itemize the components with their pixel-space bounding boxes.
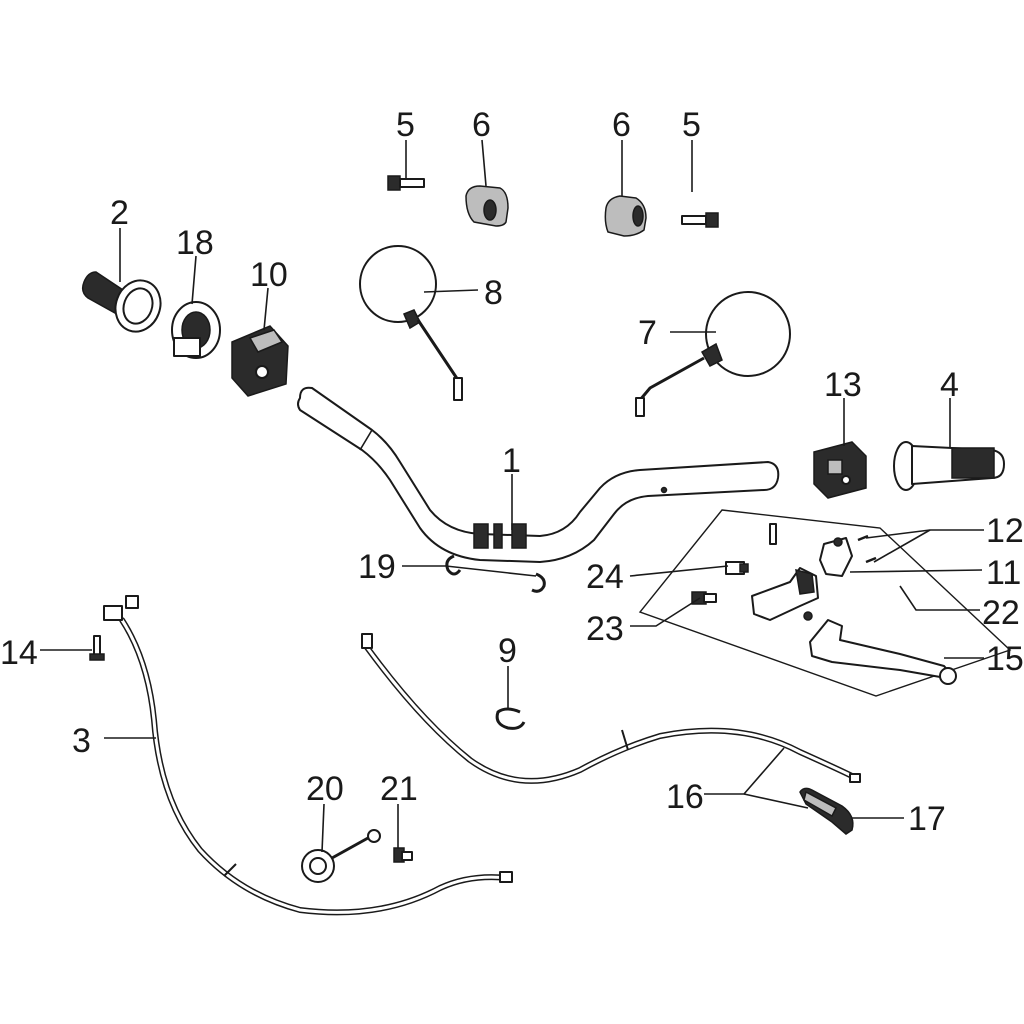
callout-5-right: 5 (682, 106, 701, 144)
bolt-left (387, 175, 425, 191)
callout-16: 16 (666, 778, 704, 816)
right-switch-housing (813, 441, 867, 499)
lever-holder (751, 567, 819, 621)
switch-24 (725, 561, 749, 575)
callout-7: 7 (638, 314, 657, 352)
bar-end-weight-left (465, 185, 509, 227)
callout-19: 19 (358, 548, 396, 586)
callout-22: 22 (982, 594, 1020, 632)
callout-17: 17 (908, 800, 946, 838)
callout-24: 24 (586, 558, 624, 596)
callout-15: 15 (986, 640, 1024, 678)
clip-9 (495, 707, 526, 730)
leader-lines (40, 139, 984, 853)
bolt-right (681, 212, 719, 228)
callout-9: 9 (498, 632, 517, 670)
bolt-14 (89, 635, 105, 661)
grommet-20 (301, 829, 381, 883)
callout-labels: 2 18 10 5 6 6 5 8 7 13 4 1 19 24 23 12 1… (0, 106, 1024, 838)
throttle-housing (171, 301, 221, 359)
lever-bracket-11 (819, 537, 853, 577)
right-mirror (635, 291, 791, 417)
bar-end-weight-right (604, 195, 647, 237)
callout-12: 12 (986, 512, 1024, 550)
callout-1: 1 (502, 442, 521, 480)
screw-12 (857, 534, 877, 564)
callout-23: 23 (586, 610, 624, 648)
callout-6-right: 6 (612, 106, 631, 144)
callout-8: 8 (484, 274, 503, 312)
pin (769, 523, 777, 545)
callout-13: 13 (824, 366, 862, 404)
callout-3: 3 (72, 722, 91, 760)
callout-14: 14 (0, 634, 38, 672)
callout-4: 4 (940, 366, 959, 404)
cable-cap-17 (799, 787, 854, 835)
screw-21 (393, 847, 413, 863)
callout-20: 20 (306, 770, 344, 808)
screw-23 (691, 591, 717, 605)
callout-11: 11 (986, 554, 1021, 592)
callout-18: 18 (176, 224, 214, 262)
cable-3 (103, 595, 513, 916)
callout-5-left: 5 (396, 106, 415, 144)
left-grip (81, 271, 162, 333)
handlebar (297, 386, 780, 563)
left-mirror (359, 245, 463, 401)
lever-15 (809, 619, 957, 685)
callout-6-left: 6 (472, 106, 491, 144)
callout-21: 21 (380, 770, 418, 808)
cable-16 (361, 633, 861, 784)
clip-19 (445, 554, 546, 593)
left-switch-housing (231, 325, 289, 397)
callout-2: 2 (110, 194, 129, 232)
right-grip (893, 441, 1005, 491)
callout-10: 10 (250, 256, 288, 294)
